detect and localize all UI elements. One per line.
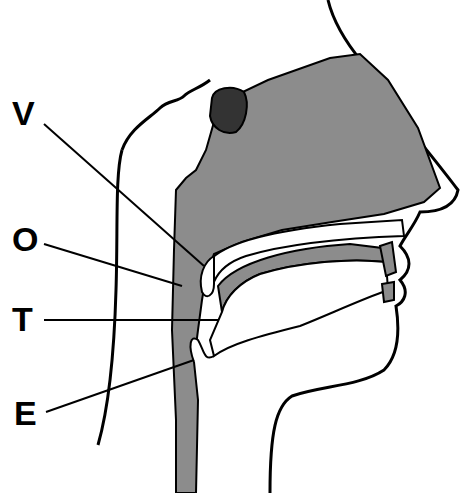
- upper-teeth: [380, 242, 396, 276]
- neck-outline: [98, 150, 122, 445]
- part-label: T: [12, 302, 33, 336]
- airway: [172, 54, 440, 493]
- leader-line: [44, 124, 204, 266]
- velum: [201, 256, 214, 296]
- leader-line: [46, 360, 194, 412]
- leader-line: [44, 319, 218, 321]
- epiglottis: [191, 338, 214, 362]
- part-label: O: [12, 222, 38, 256]
- skull-base-outline: [122, 80, 210, 150]
- tongue: [210, 261, 388, 357]
- part-label: V: [12, 96, 35, 130]
- sinus: [210, 88, 247, 133]
- lower-teeth: [382, 282, 394, 302]
- leader-line: [44, 244, 182, 286]
- part-label: E: [14, 396, 37, 430]
